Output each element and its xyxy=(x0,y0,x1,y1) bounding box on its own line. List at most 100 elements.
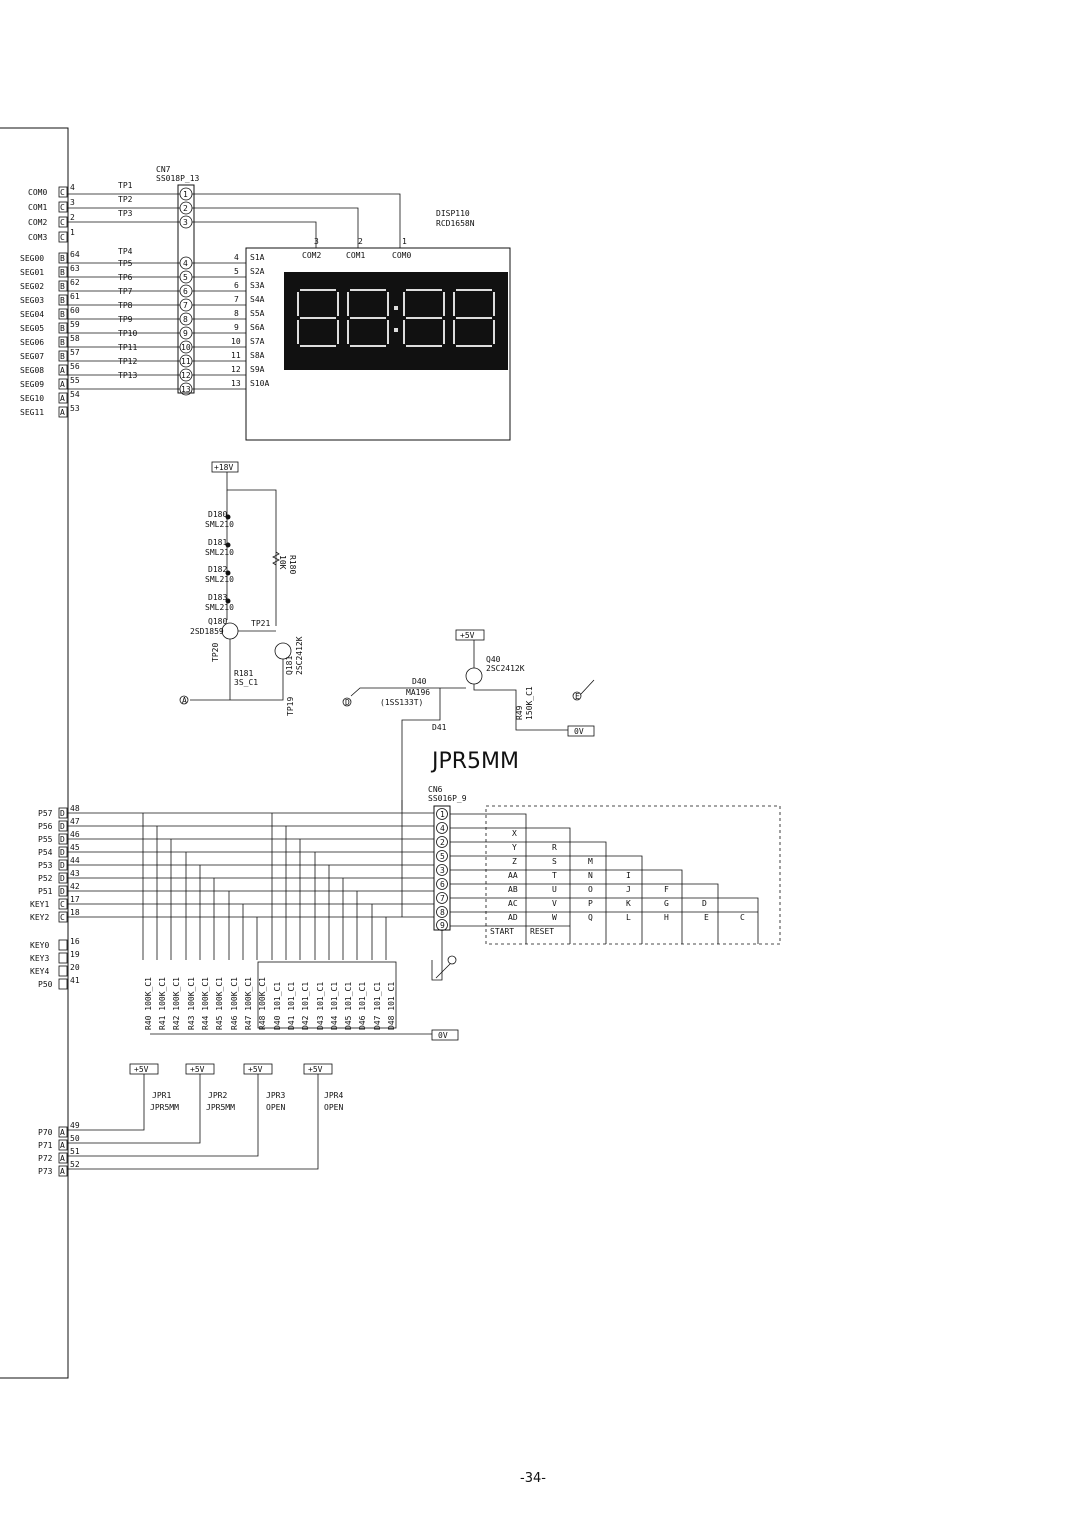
page-number: -34- xyxy=(520,1471,546,1486)
svg-text:7: 7 xyxy=(234,295,239,304)
svg-text:SML210: SML210 xyxy=(205,603,234,612)
pin-type: B xyxy=(60,282,65,291)
svg-text:M: M xyxy=(588,857,593,866)
reset-circuit: +5V Q40 2SC2412K D D40 MA196 (1SS133T) D… xyxy=(342,629,595,810)
svg-text:10K: 10K xyxy=(278,555,287,570)
svg-text:R49: R49 xyxy=(515,705,524,720)
svg-text:U: U xyxy=(552,885,557,894)
svg-text:V: V xyxy=(552,899,557,908)
pin-type: B xyxy=(60,268,65,277)
svg-text:RESET: RESET xyxy=(530,927,554,936)
svg-text:R45 100K_C1: R45 100K_C1 xyxy=(215,977,224,1030)
svg-text:10: 10 xyxy=(231,337,241,346)
svg-text:18: 18 xyxy=(70,908,80,917)
svg-text:0V: 0V xyxy=(574,727,584,736)
svg-text:C: C xyxy=(60,900,65,909)
svg-text:START: START xyxy=(490,927,514,936)
mcu-outline xyxy=(0,127,69,1379)
svg-text:P55: P55 xyxy=(38,835,53,844)
svg-text:S10A: S10A xyxy=(250,379,269,388)
svg-text:17: 17 xyxy=(70,895,80,904)
svg-text:TP3: TP3 xyxy=(118,209,133,218)
svg-text:P71: P71 xyxy=(38,1141,53,1150)
svg-text:X: X xyxy=(512,829,517,838)
key-matrix: X Y R Z S M AA T N I AB U O J F AC V P K… xyxy=(450,805,781,945)
p7-pins: P70 P71 P72 P73 A A A A 49 50 51 52 xyxy=(38,1121,80,1177)
svg-text:51: 51 xyxy=(70,1147,80,1156)
svg-text:10: 10 xyxy=(181,343,191,352)
svg-text:0V: 0V xyxy=(438,1031,448,1040)
svg-text:DISP110: DISP110 xyxy=(436,209,470,218)
svg-text:5: 5 xyxy=(183,273,188,282)
svg-text:Q: Q xyxy=(588,913,593,922)
svg-text:G: G xyxy=(664,899,669,908)
svg-text:13: 13 xyxy=(181,385,191,394)
svg-text:D45 101_C1: D45 101_C1 xyxy=(344,982,353,1030)
svg-text:CN6: CN6 xyxy=(428,785,443,794)
svg-text:Q40: Q40 xyxy=(486,655,501,664)
svg-text:OPEN: OPEN xyxy=(324,1103,343,1112)
svg-text:R43 100K_C1: R43 100K_C1 xyxy=(187,977,196,1030)
svg-text:KEY0: KEY0 xyxy=(30,941,49,950)
svg-text:6: 6 xyxy=(234,281,239,290)
svg-text:7: 7 xyxy=(440,894,445,903)
svg-text:2SD1859: 2SD1859 xyxy=(190,627,224,636)
svg-text:D180: D180 xyxy=(208,510,227,519)
svg-text:H: H xyxy=(664,913,669,922)
svg-text:D43 101_C1: D43 101_C1 xyxy=(316,982,325,1030)
svg-text:SS016P_9: SS016P_9 xyxy=(428,794,467,803)
svg-text:3: 3 xyxy=(183,218,188,227)
pin-name: SEG08 xyxy=(20,366,44,375)
svg-text:A: A xyxy=(182,696,187,705)
svg-text:TP19: TP19 xyxy=(286,697,295,716)
svg-text:9: 9 xyxy=(234,323,239,332)
svg-text:4: 4 xyxy=(440,824,445,833)
cn7-connector: CN7 SS018P_13 1 2 3 4 5 6 7 8 9 10 11 12… xyxy=(118,165,200,396)
svg-text:52: 52 xyxy=(70,1160,80,1169)
pin-name: SEG06 xyxy=(20,338,44,347)
svg-text:D47 101_C1: D47 101_C1 xyxy=(373,982,382,1030)
svg-text:RCD1658N: RCD1658N xyxy=(436,219,475,228)
pin-name: SEG03 xyxy=(20,296,44,305)
svg-text:43: 43 xyxy=(70,869,80,878)
svg-text:AA: AA xyxy=(508,871,518,880)
svg-text:1: 1 xyxy=(402,237,407,246)
svg-text:S3A: S3A xyxy=(250,281,265,290)
jumper-note: JPR5MM xyxy=(430,749,519,774)
svg-text:P: P xyxy=(588,899,593,908)
svg-text:+5V: +5V xyxy=(134,1065,149,1074)
svg-text:S8A: S8A xyxy=(250,351,265,360)
pin-name: SEG10 xyxy=(20,394,44,403)
svg-text:Y: Y xyxy=(512,843,517,852)
pin-number: 63 xyxy=(70,264,80,273)
svg-text:P72: P72 xyxy=(38,1154,53,1163)
svg-text:TP8: TP8 xyxy=(118,301,133,310)
pin-number: 1 xyxy=(70,228,75,237)
svg-text:P57: P57 xyxy=(38,809,53,818)
svg-text:P51: P51 xyxy=(38,887,53,896)
svg-text:R: R xyxy=(552,843,557,852)
svg-text:S2A: S2A xyxy=(250,267,265,276)
svg-text:A: A xyxy=(60,1141,65,1150)
led-driver: +18V D180 SML210 D181 SML210 D182 SML210… xyxy=(179,461,304,716)
svg-text:JPR2: JPR2 xyxy=(208,1091,227,1100)
svg-text:JPR5MM: JPR5MM xyxy=(150,1103,179,1112)
svg-text:41: 41 xyxy=(70,976,80,985)
svg-text:44: 44 xyxy=(70,856,80,865)
svg-text:COM2: COM2 xyxy=(302,251,321,260)
svg-text:Z: Z xyxy=(512,857,517,866)
pin-type: C xyxy=(60,203,65,212)
pin-type: B xyxy=(60,338,65,347)
pin-type: C xyxy=(60,233,65,242)
svg-text:3: 3 xyxy=(314,237,319,246)
pin-number: 60 xyxy=(70,306,80,315)
svg-text:I: I xyxy=(626,871,631,880)
cn6-connector: CN6 SS016P_9 1 4 2 5 3 6 7 8 9 xyxy=(428,785,467,981)
svg-text:E: E xyxy=(704,913,709,922)
svg-text:R41 100K_C1: R41 100K_C1 xyxy=(158,977,167,1030)
svg-text:L: L xyxy=(626,913,631,922)
svg-text:Q181: Q181 xyxy=(285,656,294,675)
svg-text:JPR1: JPR1 xyxy=(152,1091,171,1100)
svg-text:K: K xyxy=(626,899,631,908)
svg-text:P56: P56 xyxy=(38,822,53,831)
